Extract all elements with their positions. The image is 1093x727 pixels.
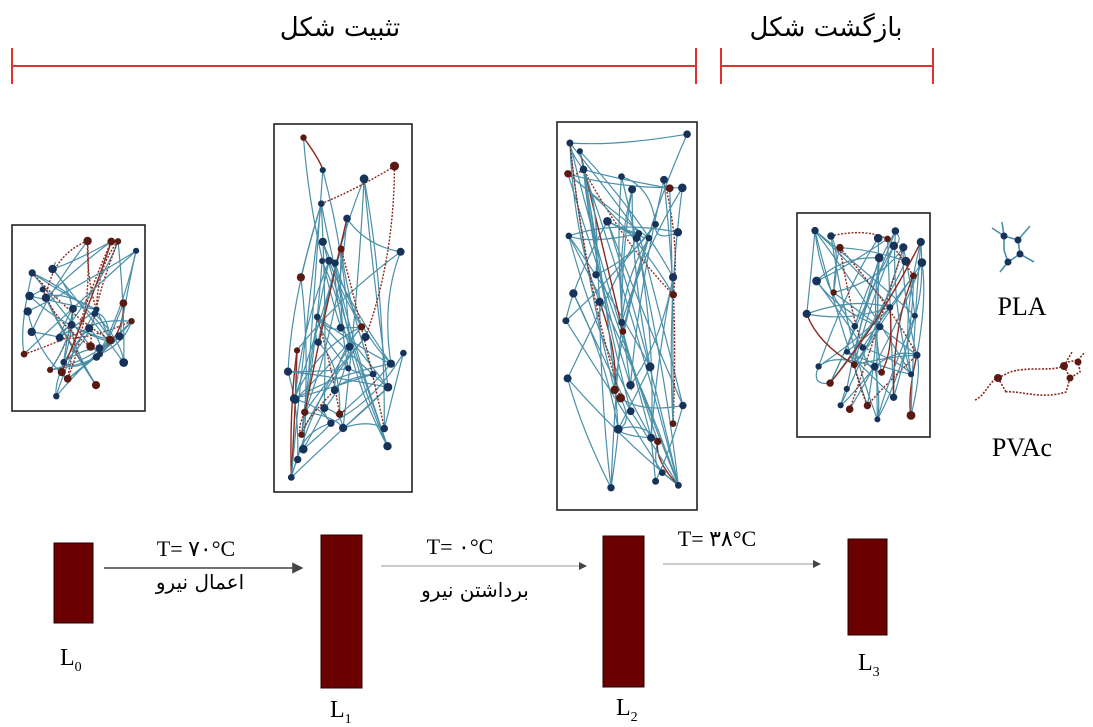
sample-label-l2: L2 [616, 695, 638, 725]
network-box-l3 [796, 212, 931, 438]
step-3-temperature: T= ۳۸°C [678, 526, 756, 551]
sample-bar-l3 [847, 538, 888, 636]
phase-fixing-label: تثبیت شکل [280, 13, 400, 43]
sample-label-l3: L3 [858, 650, 880, 680]
sample-bar-l1 [320, 534, 363, 689]
pvac-legend-label: PVAc [992, 433, 1052, 462]
step-2-action: برداشتن نیرو [420, 578, 529, 602]
pvac-legend-icon [974, 351, 1086, 401]
pla-legend-icon [991, 221, 1035, 273]
step-2-temperature: T= ۰°C [427, 534, 494, 559]
pla-legend-label: PLA [997, 292, 1046, 321]
step-1-action: اعمال نیرو [155, 570, 244, 594]
sample-bar-l2 [602, 535, 645, 688]
network-box-l0 [11, 224, 146, 412]
network-box-l1 [273, 123, 413, 493]
step-1-temperature: T= ۷۰°C [157, 536, 235, 561]
network-box-l2 [556, 121, 698, 511]
phase-fixing-bracket [11, 48, 697, 84]
sample-bar-l0 [53, 542, 94, 624]
phase-recovery-label: بازگشت شکل [750, 12, 903, 43]
sample-label-l1: L1 [330, 697, 352, 727]
sample-label-l0: L0 [60, 645, 82, 675]
phase-recovery-bracket [720, 48, 934, 84]
